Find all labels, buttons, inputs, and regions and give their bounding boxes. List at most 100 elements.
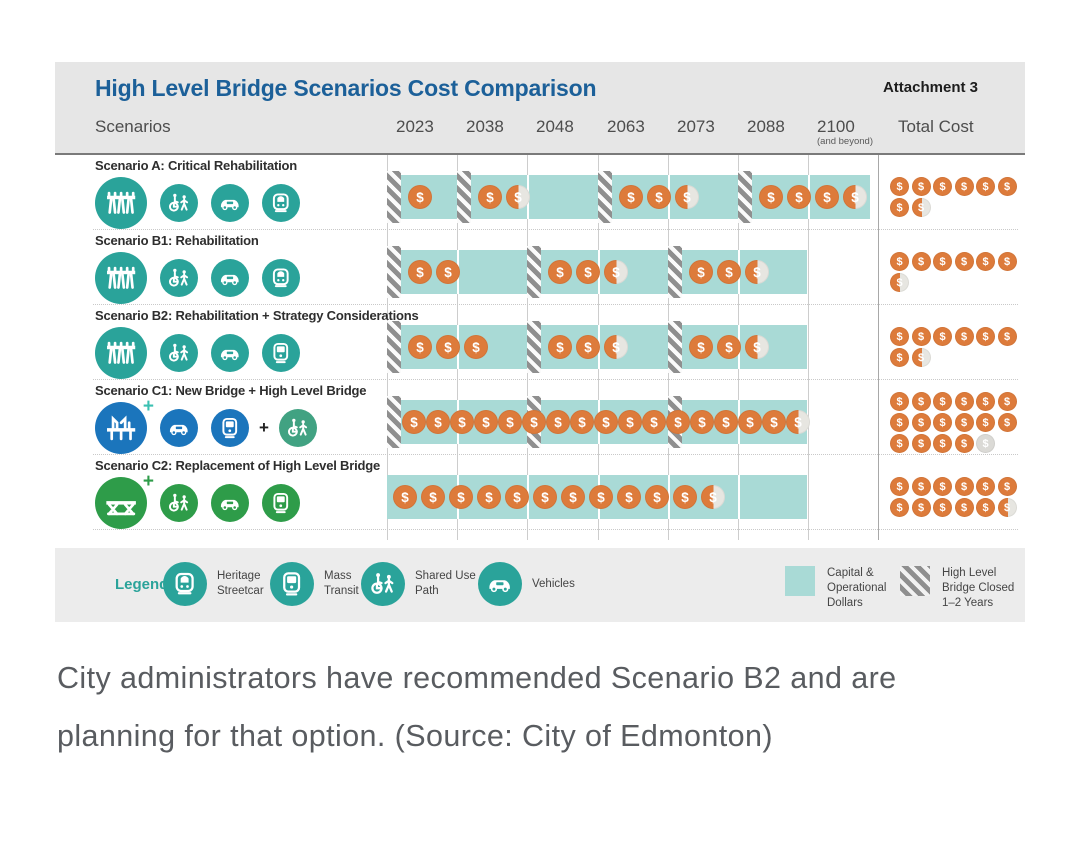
legend-item-label: Mass Transit (324, 570, 359, 597)
scenario-label: Scenario C2: Replacement of High Level B… (95, 458, 381, 473)
shared-use-path-icon (160, 484, 198, 522)
dollar-coin: $ (745, 335, 769, 359)
dollar-coin: $ (976, 413, 995, 432)
scenario-label: Scenario A: Critical Rehabilitation (95, 158, 298, 173)
dollar-coin: $ (976, 434, 995, 453)
dollar-coin: $ (762, 410, 786, 434)
total-cost-coins: $$$$$$$$ (890, 327, 1017, 367)
dollar-coin: $ (787, 185, 811, 209)
dollar-coin: $ (911, 498, 931, 517)
dollar-coin: $ (673, 485, 697, 509)
column-tick (738, 475, 740, 519)
dollar-coin: $ (449, 485, 473, 509)
column-tick (668, 475, 670, 519)
shared-use-path-icon (160, 259, 198, 297)
bar-segment: $$$ (527, 246, 628, 298)
cost-comparison-infographic: High Level Bridge Scenarios Cost Compari… (55, 62, 1025, 545)
total-coin-row: $$ (890, 348, 1017, 367)
bar-segment: $$$ (387, 321, 488, 373)
bar-segment: $ (387, 171, 432, 223)
chart-area: Scenario A: Critical Rehabilitation$$$$$… (55, 155, 1025, 545)
bridge-closed-hatch (387, 246, 401, 298)
dollar-coin: $ (408, 185, 432, 209)
dollar-coin: $ (570, 410, 594, 434)
dollar-coin: $ (954, 413, 974, 432)
dollar-coin: $ (997, 327, 1017, 346)
dollar-coin: $ (477, 485, 501, 509)
plus-badge-icon: + (142, 471, 154, 492)
dollar-coin: $ (911, 413, 931, 432)
dollar-coin: $ (506, 185, 530, 209)
dollar-coin: $ (645, 485, 669, 509)
column-gridline (808, 155, 809, 540)
dollar-coin: $ (589, 485, 613, 509)
bridge-closed-hatch (387, 321, 401, 373)
total-coin-row: $$$$$$ (890, 252, 1017, 271)
heritage-streetcar-icon (262, 184, 300, 222)
scenario-icons: ++ (95, 397, 317, 454)
scenario-label: Scenario C1: New Bridge + High Level Bri… (95, 383, 367, 398)
dollar-coin: $ (997, 413, 1017, 432)
dollar-coin: $ (745, 260, 769, 284)
dollar-coin: $ (933, 252, 952, 271)
total-coin-row: $$$$$$ (890, 327, 1017, 346)
dollar-coin: $ (933, 177, 952, 196)
bridge-closed-hatch (457, 171, 471, 223)
mass-transit-icon (262, 484, 300, 522)
dollar-coin: $ (911, 348, 931, 367)
column-gridline (878, 155, 879, 540)
vehicles-icon (211, 184, 249, 222)
dollar-coin: $ (997, 392, 1017, 411)
bridge-closed-hatch (387, 171, 401, 223)
cost-timeline-bar: $$$$$$$$$ (387, 321, 807, 373)
dollar-coin: $ (890, 477, 909, 496)
dollar-coin: $ (533, 485, 557, 509)
dollar-coin: $ (997, 477, 1017, 496)
dollar-coin: $ (933, 477, 952, 496)
dollar-coin: $ (933, 498, 952, 517)
dollar-coin: $ (976, 498, 995, 517)
plus-icon: + (259, 418, 269, 437)
scenario-icons (95, 252, 300, 304)
dollar-coin: $ (647, 185, 671, 209)
dollar-coin: $ (954, 252, 974, 271)
bar-segment: $$$ (668, 321, 769, 373)
cost-timeline-bar: $$$$$$$$$$$$ (387, 475, 807, 519)
dollar-coin: $ (617, 485, 641, 509)
caption-text: City administrators have recommended Sce… (57, 661, 897, 753)
bar-segment (387, 396, 404, 448)
vehicles-icon (211, 334, 249, 372)
cost-timeline-bar: $$$$$$$$$$ (387, 171, 870, 223)
shared-use-path-icon (160, 184, 198, 222)
dollar-coin: $ (911, 327, 931, 346)
dollar-coin: $ (436, 260, 460, 284)
dollar-coin: $ (911, 252, 931, 271)
dollar-coin: $ (954, 498, 974, 517)
chart-title: High Level Bridge Scenarios Cost Compari… (95, 75, 597, 101)
dollar-coin: $ (890, 348, 909, 367)
dollar-coin: $ (890, 252, 909, 271)
dollar-coin: $ (474, 410, 498, 434)
dollar-coin: $ (546, 410, 570, 434)
vehicles-icon (211, 259, 249, 297)
dollar-coin: $ (666, 410, 690, 434)
dollar-coin: $ (478, 185, 502, 209)
dollar-coin: $ (815, 185, 839, 209)
vehicles-icon (478, 562, 522, 606)
dollar-coin: $ (548, 260, 572, 284)
dollar-coin: $ (911, 392, 931, 411)
capital-operational-swatch (785, 566, 815, 596)
dollar-coin: $ (522, 410, 546, 434)
year-label: 2023 (396, 117, 434, 136)
new-bridge-icon: + (95, 397, 154, 454)
dollar-coin: $ (954, 327, 974, 346)
bar-segment: $$$ (598, 171, 699, 223)
dollar-coin: $ (498, 410, 522, 434)
bar-segment: $$ (387, 246, 460, 298)
dollar-coin: $ (421, 485, 445, 509)
scenarios-column-header: Scenarios (95, 117, 171, 136)
dollar-coin: $ (717, 335, 741, 359)
total-coin-row: $$$$$ (890, 434, 1017, 453)
dollar-coin: $ (911, 477, 931, 496)
